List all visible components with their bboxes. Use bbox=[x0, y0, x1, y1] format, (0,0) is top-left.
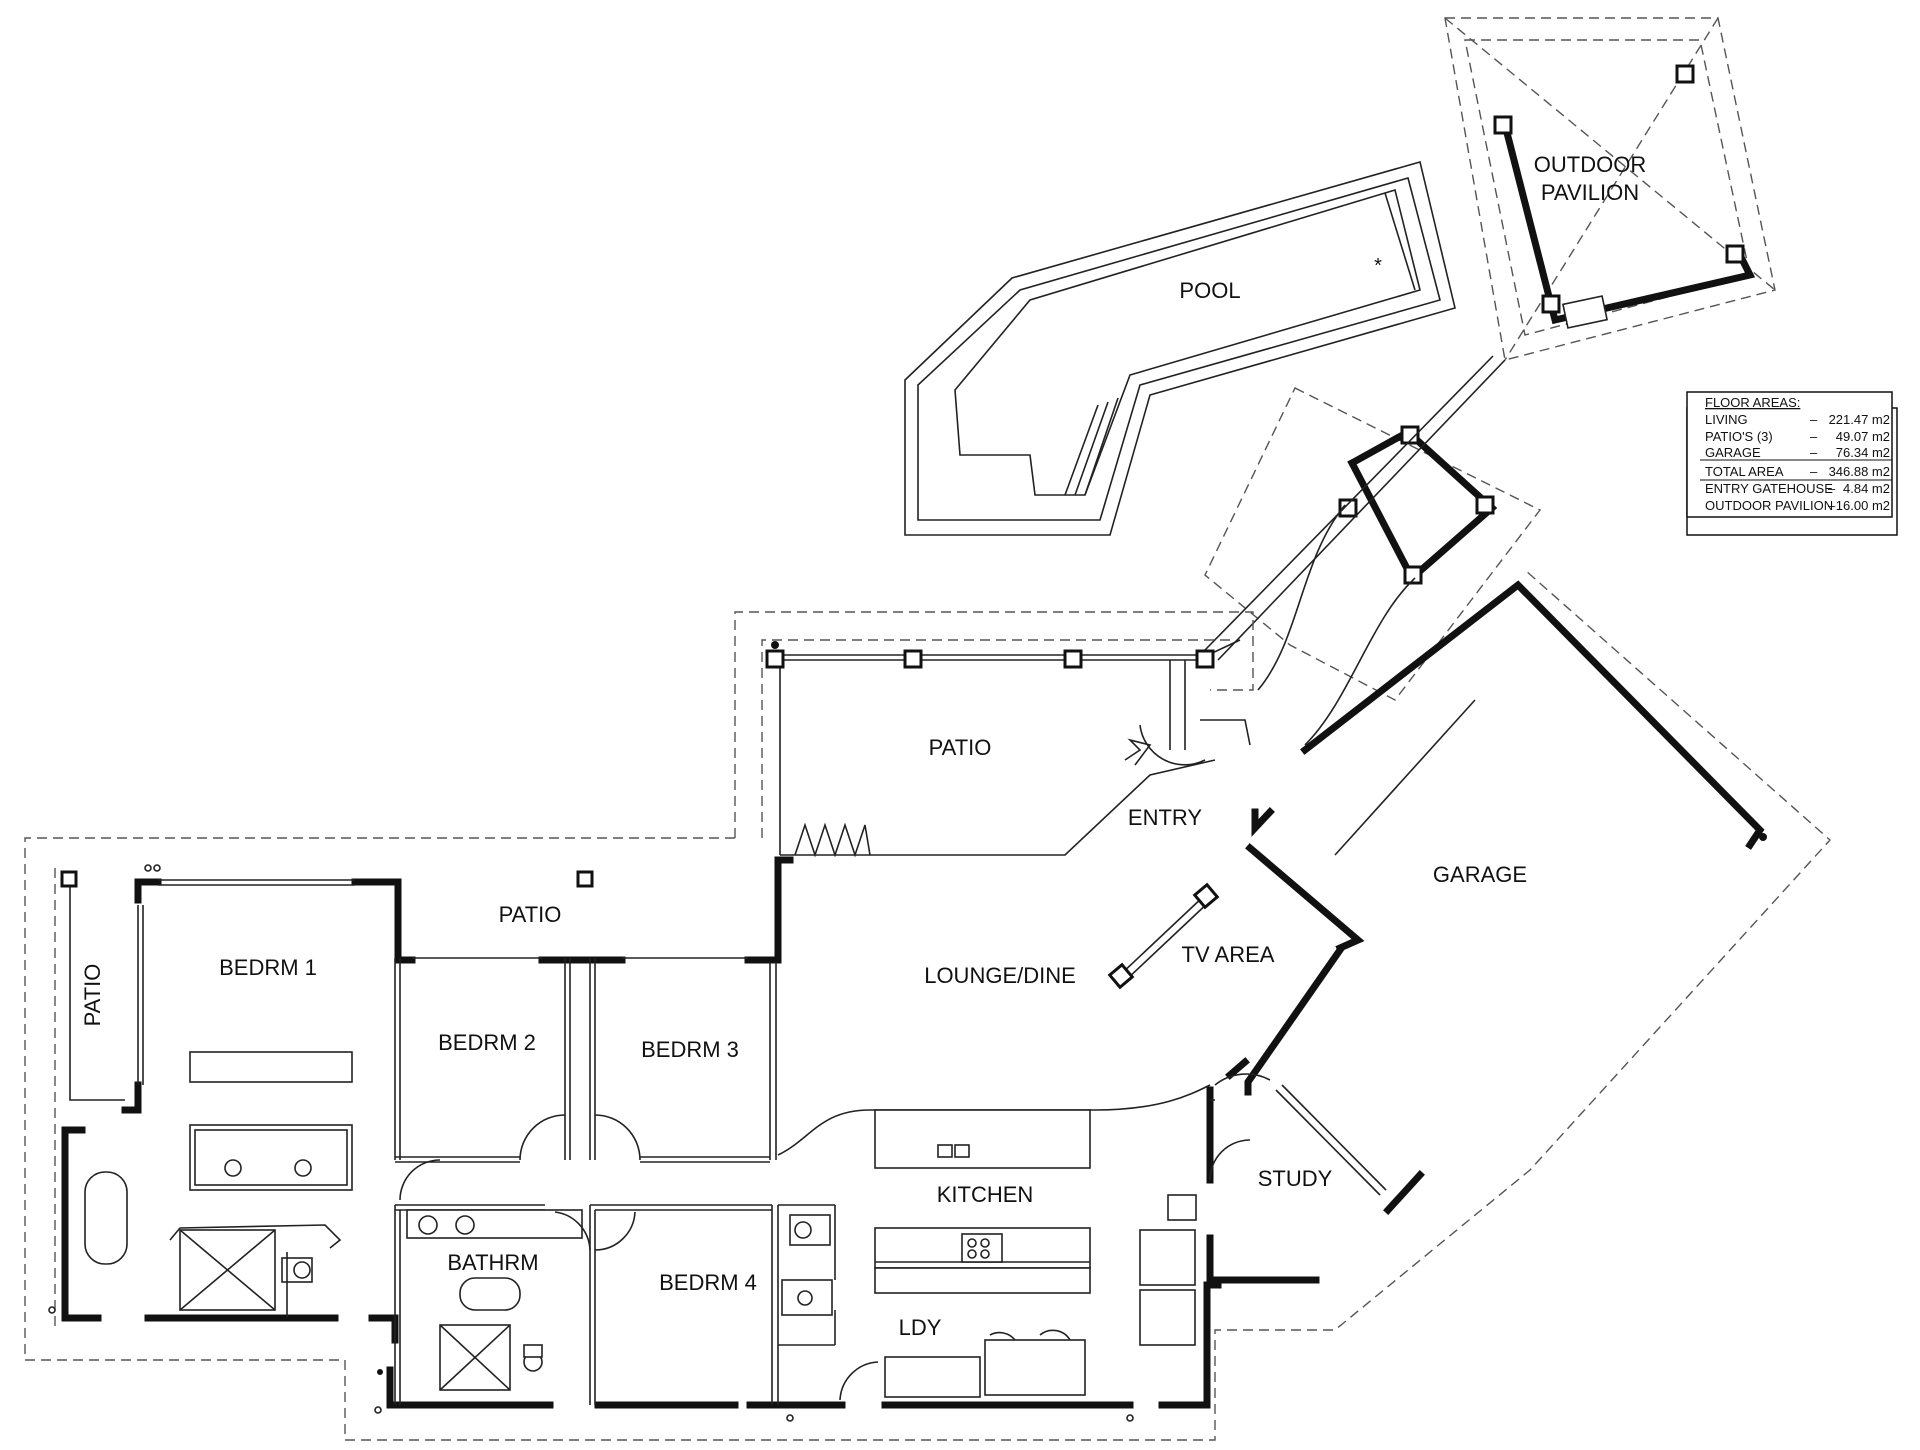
west-patio-label: PATIO bbox=[80, 964, 105, 1027]
house-walls bbox=[61, 580, 1765, 1409]
pool-label: POOL bbox=[1179, 278, 1240, 303]
area-row-name: LIVING bbox=[1705, 412, 1748, 427]
area-row-value: 4.84 m2 bbox=[1843, 481, 1890, 496]
bedrm2-label: BEDRM 2 bbox=[438, 1030, 536, 1055]
lounge-dine-label: LOUNGE/DINE bbox=[924, 963, 1076, 988]
entry-patio-label: PATIO bbox=[929, 735, 992, 760]
area-row-dash: – bbox=[1810, 464, 1818, 479]
area-row-name: PATIO'S (3) bbox=[1705, 429, 1773, 444]
bedrm4-label: BEDRM 4 bbox=[659, 1270, 757, 1295]
outdoor-pavilion-label-line2: PAVILION bbox=[1541, 180, 1639, 205]
area-row-name: TOTAL AREA bbox=[1705, 464, 1784, 479]
area-row-name: ENTRY GATEHOUSE bbox=[1705, 481, 1833, 496]
floor-areas-table: FLOOR AREAS: LIVING – 221.47 m2 PATIO'S … bbox=[1686, 391, 1898, 536]
bedroom1-furniture bbox=[84, 1051, 353, 1318]
kitchen-fixtures bbox=[781, 1109, 1197, 1398]
area-row-dash: – bbox=[1810, 429, 1818, 444]
area-row-name: GARAGE bbox=[1705, 445, 1761, 460]
entry-gatehouse bbox=[1204, 355, 1542, 746]
floor-areas-title: FLOOR AREAS: bbox=[1705, 395, 1800, 410]
area-row-dash: – bbox=[1828, 481, 1836, 496]
area-row-dash: – bbox=[1828, 498, 1836, 513]
area-row-value: 16.00 m2 bbox=[1836, 498, 1890, 513]
bathroom-fixtures bbox=[406, 1209, 591, 1391]
tv-area-label: TV AREA bbox=[1182, 942, 1275, 967]
ldy-label: LDY bbox=[899, 1315, 942, 1340]
area-row-value: 76.34 m2 bbox=[1836, 445, 1890, 460]
tv-unit bbox=[1107, 882, 1220, 990]
roof-lines bbox=[24, 569, 1831, 1441]
area-row-value: 49.07 m2 bbox=[1836, 429, 1890, 444]
bedrm3-label: BEDRM 3 bbox=[641, 1037, 739, 1062]
area-row-dash: – bbox=[1810, 412, 1818, 427]
garage-label: GARAGE bbox=[1433, 862, 1527, 887]
pool bbox=[904, 161, 1456, 536]
posts bbox=[48, 833, 1767, 1422]
outdoor-pavilion bbox=[1444, 17, 1776, 361]
study-label: STUDY bbox=[1258, 1166, 1333, 1191]
area-row-name: OUTDOOR PAVILION bbox=[1705, 498, 1833, 513]
area-row-value: 346.88 m2 bbox=[1829, 464, 1890, 479]
pool-marker: * bbox=[1374, 255, 1382, 277]
north-patio-label: PATIO bbox=[499, 902, 562, 927]
outdoor-pavilion-label-line1: OUTDOOR bbox=[1534, 152, 1646, 177]
entry-label: ENTRY bbox=[1128, 805, 1202, 830]
kitchen-label: KITCHEN bbox=[937, 1182, 1034, 1207]
entry-patio bbox=[765, 641, 1251, 858]
doors bbox=[399, 724, 1271, 1401]
room-labels: OUTDOOR PAVILION POOL * PATIO ENTRY GARA… bbox=[80, 152, 1646, 1340]
area-row-value: 221.47 m2 bbox=[1829, 412, 1890, 427]
bedrm1-label: BEDRM 1 bbox=[219, 955, 317, 980]
area-row-dash: – bbox=[1810, 445, 1818, 460]
bathrm-label: BATHRM bbox=[447, 1250, 538, 1275]
